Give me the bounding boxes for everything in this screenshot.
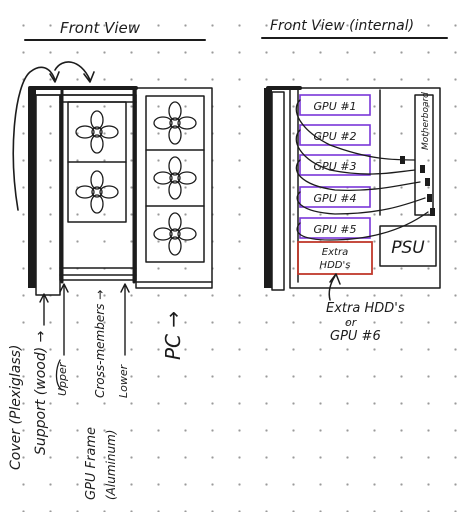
gpu-label: GPU #2 [314,130,357,143]
label-lower: Lower [117,363,130,398]
annotation-arrowhead [329,273,341,285]
cover-curve-arrow [12,66,56,211]
extra-hdd-line1: Extra [322,247,348,258]
fan-icon [153,156,197,200]
label-support: Support (wood) → [33,330,49,455]
annotation-line3: GPU #6 [330,329,381,344]
gpu-box: GPU #1 [299,94,371,116]
upper-pointer-head [59,283,69,293]
support-arrowhead [83,71,95,83]
lower-pointer-head [120,283,130,293]
label-gpu-frame: GPU Frame [84,427,99,500]
psu-box [379,225,437,267]
annotation-line2: or [345,316,358,329]
gpu-box: GPU #5 [299,217,371,239]
cover-arrowhead [49,71,60,83]
annotation-line1: Extra HDD's [326,301,405,316]
gpu-box: GPU #2 [299,124,371,146]
front-view-section: Front View [8,19,213,500]
internal-view-section: Front View (internal) Motherboard GPU #1… [261,18,448,344]
motherboard-label: Motherboard [421,92,431,150]
gpu-box: GPU #4 [299,186,371,208]
support-pointer-head [39,293,49,303]
fan-icon [153,101,197,145]
psu-label: PSU [391,238,425,258]
label-aluminum: (Aluminum) [104,430,118,500]
gpu-label: GPU #5 [314,223,357,236]
label-cover: Cover (Plexiglass) [8,345,24,470]
plexiglass-cover [28,88,36,288]
fan-icon [153,212,197,256]
fan-icon [75,110,119,154]
gpu-label: GPU #3 [314,160,357,173]
internal-support [271,91,285,291]
gpu-label: GPU #1 [314,100,357,113]
extra-hdd-box: Extra HDD's [297,241,373,275]
label-pc: PC → [161,311,185,360]
internal-case [289,87,441,289]
label-upper: Upper [56,361,69,396]
pc-case [135,87,213,289]
gpu-label: GPU #4 [314,192,357,205]
gpu-box: GPU #3 [299,154,371,176]
extra-hdd-line2: HDD's [320,260,351,271]
cross-member-brace [55,359,63,391]
support-curve-arrow [54,61,91,81]
internal-cover [264,88,272,288]
fan-icon [75,170,119,214]
label-cross-members: Cross-members → [93,290,107,398]
gpu-cables [295,99,429,241]
front-view-title: Front View [60,19,141,37]
wood-support [35,94,61,296]
pc-fan-panel [145,95,205,263]
internal-view-title: Front View (internal) [270,18,414,34]
connector-pins [400,156,435,216]
